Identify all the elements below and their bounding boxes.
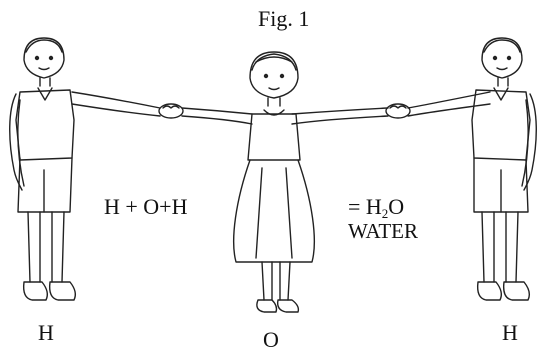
figure-caption: Fig. 1	[258, 8, 309, 30]
right-boy-figure	[472, 38, 536, 300]
water-label: WATER	[348, 221, 418, 242]
left-boy-figure	[10, 38, 76, 300]
right-handclasp	[386, 104, 410, 118]
equation-product: = H2O	[348, 196, 404, 220]
equation-suffix: O	[388, 194, 404, 219]
atom-label-left: H	[38, 322, 54, 344]
atom-label-middle: O	[263, 329, 279, 351]
middle-girl-figure	[234, 52, 315, 312]
equation-equals-h: = H	[348, 194, 382, 219]
left-handclasp	[159, 104, 183, 118]
equation-reactants: H + O+H	[104, 196, 187, 218]
atom-label-right: H	[502, 322, 518, 344]
